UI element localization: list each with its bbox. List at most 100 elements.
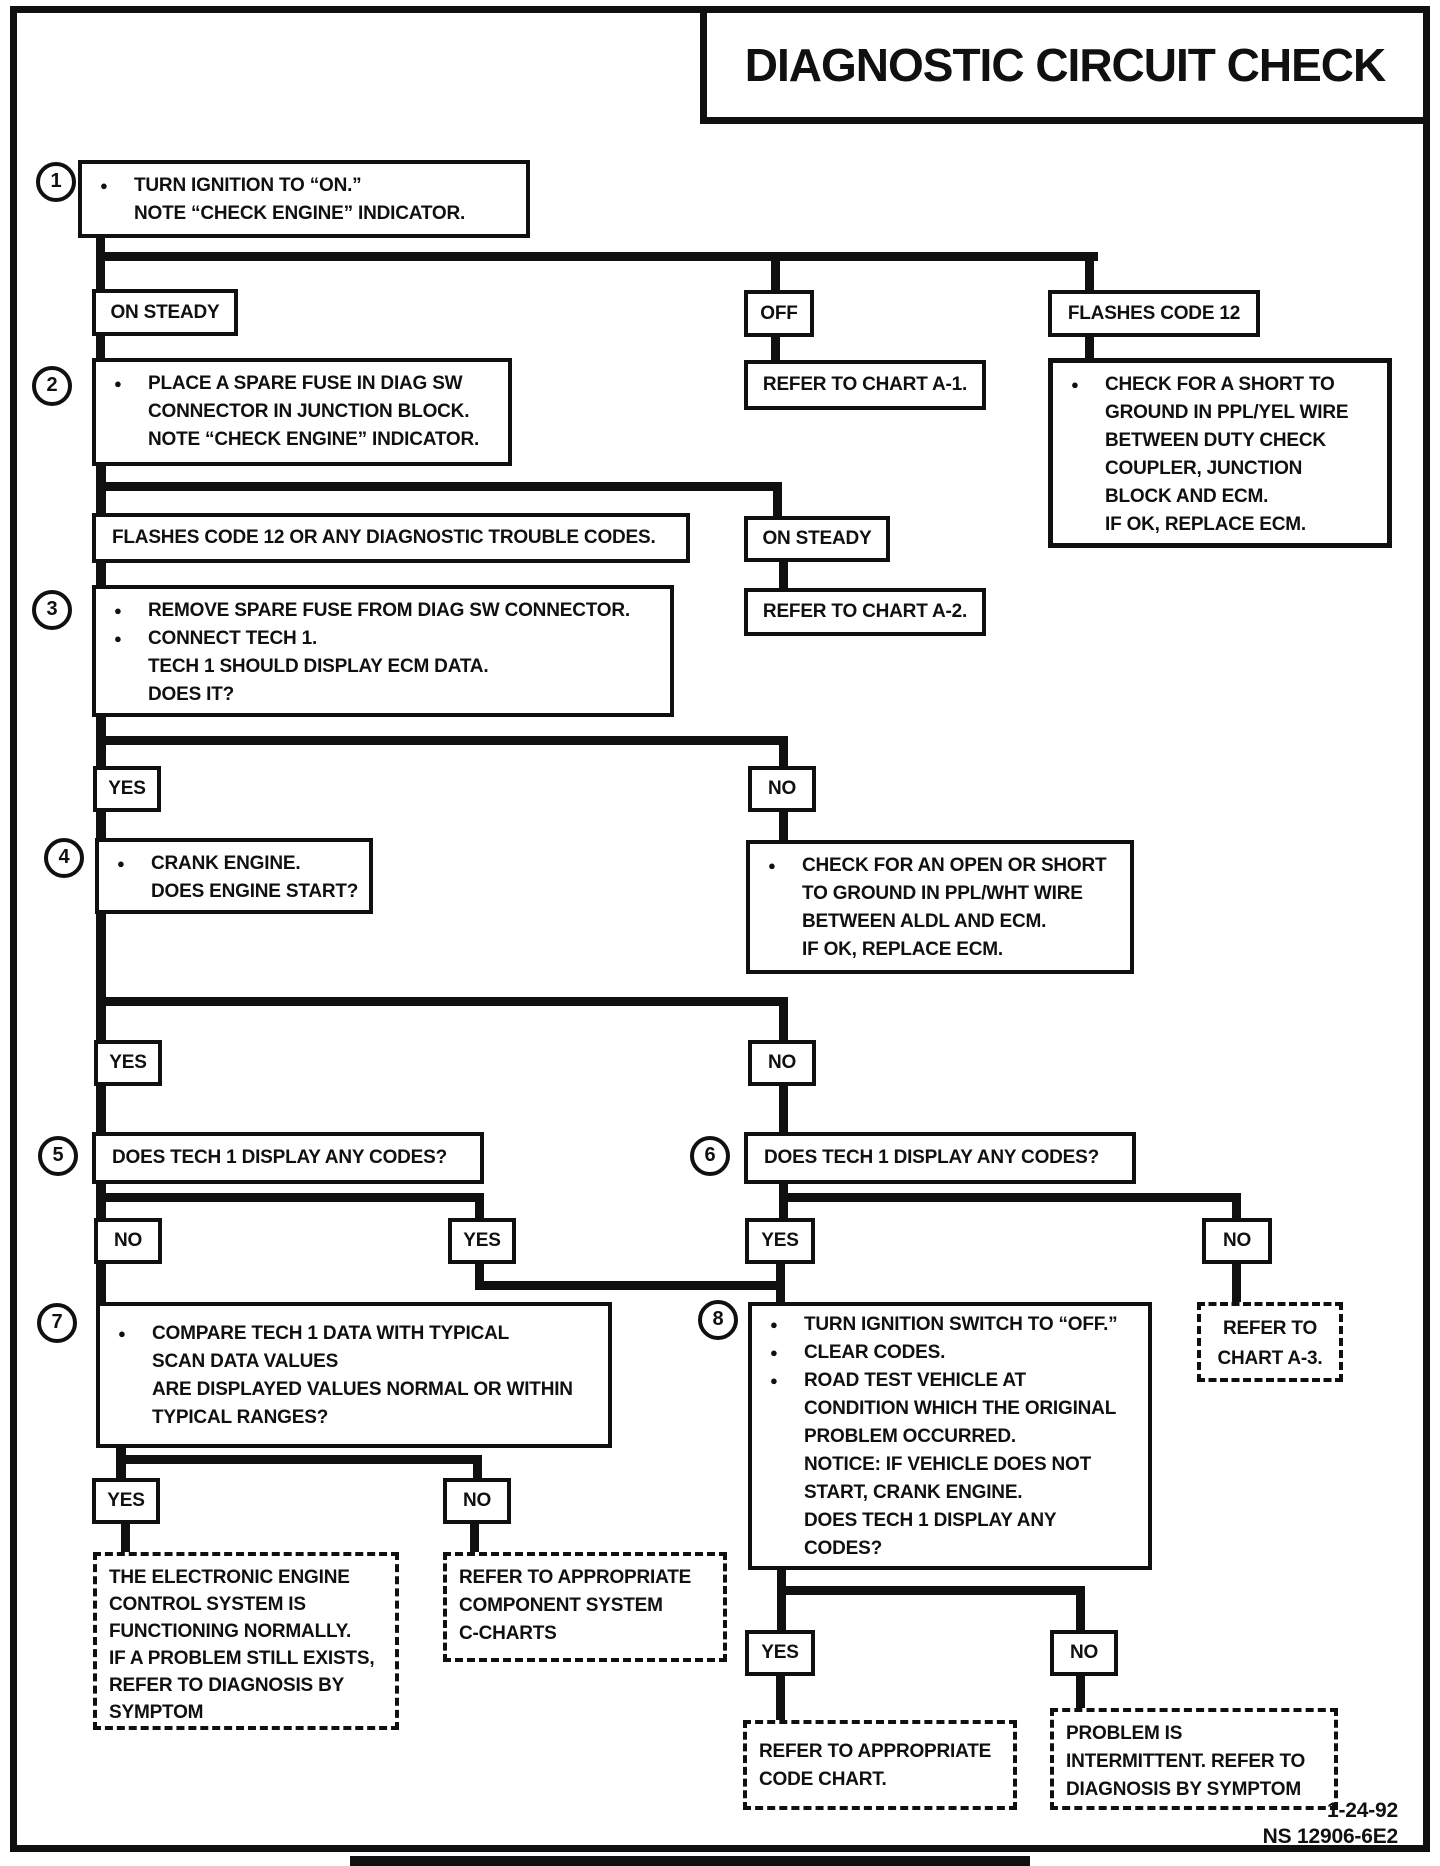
text-line: REFER TO APPROPRIATE <box>759 1738 1007 1766</box>
text: NOTICE: IF VEHICLE DOES NOT <box>804 1454 1092 1475</box>
connector-line <box>779 562 788 588</box>
text: FUNCTIONING NORMALLY. <box>109 1621 352 1642</box>
yes-label-5: YES <box>92 1478 160 1524</box>
text: ARE DISPLAYED VALUES NORMAL OR WITHIN <box>152 1379 573 1400</box>
step5-box: DOES TECH 1 DISPLAY ANY CODES? <box>92 1132 484 1184</box>
text-line: PROBLEM OCCURRED. <box>768 1423 1142 1451</box>
text-line: IF OK, REPLACE ECM. <box>766 936 1124 964</box>
yes-label-1: YES <box>93 766 161 812</box>
text: NOTE “CHECK ENGINE” INDICATOR. <box>134 203 466 224</box>
text-line: BETWEEN ALDL AND ECM. <box>766 908 1124 936</box>
text: TURN IGNITION SWITCH TO “OFF.” <box>804 1314 1118 1335</box>
connector-line <box>96 336 105 358</box>
text-line: BLOCK AND ECM. <box>1069 483 1381 511</box>
text-line: REFER TO APPROPRIATE <box>459 1564 717 1592</box>
text-line: ●CLEAR CODES. <box>768 1339 1142 1367</box>
text-line: START, CRANK ENGINE. <box>768 1479 1142 1507</box>
connector-line <box>470 1524 479 1552</box>
text: PROBLEM IS <box>1066 1723 1183 1744</box>
connector-line <box>96 1184 106 1198</box>
component-charts-box: REFER TO APPROPRIATE COMPONENT SYSTEM C-… <box>443 1552 727 1662</box>
step3-box: ● REMOVE SPARE FUSE FROM DIAG SW CONNECTO… <box>92 585 674 717</box>
connector-line <box>96 1086 106 1132</box>
step-number-6: 6 <box>690 1136 730 1176</box>
flashes-or-dtc-label: FLASHES CODE 12 OR ANY DIAGNOSTIC TROUBL… <box>92 513 690 563</box>
off-label: OFF <box>744 290 814 337</box>
text: CONDITION WHICH THE ORIGINAL <box>804 1398 1117 1419</box>
connector-line <box>1076 1595 1085 1630</box>
text-line: ●CHECK FOR A SHORT TO <box>1069 371 1381 399</box>
text: CLEAR CODES. <box>804 1342 946 1363</box>
text-line: ●REMOVE SPARE FUSE FROM DIAG SW CONNECTO… <box>112 597 664 625</box>
step6-box: DOES TECH 1 DISPLAY ANY CODES? <box>744 1132 1136 1184</box>
connector-line <box>475 1281 781 1290</box>
bullet-icon: ● <box>118 1326 126 1341</box>
connector-line <box>116 1464 126 1478</box>
text: DOES TECH 1 DISPLAY ANY <box>804 1510 1057 1531</box>
step-number-3: 3 <box>32 590 72 630</box>
text: CONNECTOR IN JUNCTION BLOCK. <box>148 401 470 422</box>
step-number-1: 1 <box>36 162 76 202</box>
connector-line <box>776 1676 785 1720</box>
text: PROBLEM OCCURRED. <box>804 1426 1016 1447</box>
no-label-6: NO <box>1050 1630 1118 1676</box>
connector-line <box>96 1264 106 1302</box>
text: TURN IGNITION TO “ON.” <box>134 175 362 196</box>
step2-box: ●PLACE A SPARE FUSE IN DIAG SW CONNECTOR… <box>92 358 512 466</box>
step-number-7: 7 <box>37 1303 77 1343</box>
text-line: IF OK, REPLACE ECM. <box>1069 511 1381 539</box>
connector-line <box>96 745 106 766</box>
on-steady-label-2: ON STEADY <box>744 516 890 562</box>
text: IF OK, REPLACE ECM. <box>802 939 1003 960</box>
page-title: DIAGNOSTIC CIRCUIT CHECK <box>700 6 1430 124</box>
connector-line <box>777 1570 786 1592</box>
text-line: ● TURN IGNITION TO “ON.” <box>98 172 520 200</box>
text: REMOVE SPARE FUSE FROM DIAG SW CONNECTOR… <box>148 600 630 621</box>
text: IF A PROBLEM STILL EXISTS, <box>109 1648 375 1669</box>
text: COUPLER, JUNCTION <box>1105 458 1303 479</box>
text-line: INTERMITTENT. REFER TO <box>1066 1748 1328 1776</box>
yes-label-3: YES <box>448 1218 516 1264</box>
on-steady-label: ON STEADY <box>92 289 238 336</box>
connector-line <box>475 1264 484 1288</box>
step-number-5: 5 <box>38 1136 78 1176</box>
text-line: BETWEEN DUTY CHECK <box>1069 427 1381 455</box>
footer-doc-number: NS 12906-6E2 <box>1262 1825 1399 1848</box>
connector-line <box>779 1006 788 1040</box>
connector-line <box>779 1184 788 1198</box>
text: CONNECT TECH 1. <box>148 628 318 649</box>
connector-line <box>1232 1202 1241 1218</box>
text: ROAD TEST VEHICLE AT <box>804 1370 1026 1391</box>
no-label-1: NO <box>748 766 816 812</box>
bullet-icon: ● <box>114 631 122 646</box>
step-number-4: 4 <box>44 838 84 878</box>
step4-box: ●CRANK ENGINE. DOES ENGINE START? <box>95 838 373 914</box>
flashes-code-12-label: FLASHES CODE 12 <box>1048 290 1260 337</box>
text: BLOCK AND ECM. <box>1105 486 1269 507</box>
connector-line <box>1232 1264 1241 1302</box>
text: THE ELECTRONIC ENGINE <box>109 1567 350 1588</box>
connector-line <box>777 1595 786 1630</box>
text-line: TECH 1 SHOULD DISPLAY ECM DATA. <box>112 653 664 681</box>
bullet-icon: ● <box>100 178 108 193</box>
text-line: TO GROUND IN PPL/WHT WIRE <box>766 880 1124 908</box>
text-line: TYPICAL RANGES? <box>116 1404 602 1432</box>
text-line: ● CONNECT TECH 1. <box>112 625 664 653</box>
footer-date: 1-24-92 <box>1327 1799 1398 1822</box>
text-line: REFER TO <box>1205 1314 1335 1344</box>
no-label-4: NO <box>1202 1218 1272 1264</box>
connector-line <box>96 812 106 838</box>
connector-line <box>779 1086 788 1132</box>
connector-line <box>96 1202 106 1218</box>
text: COMPONENT SYSTEM <box>459 1595 663 1616</box>
text: DIAGNOSIS BY SYMPTOM <box>1066 1779 1301 1800</box>
connector-line <box>96 261 105 289</box>
connector-line <box>96 1006 106 1040</box>
text: SYMPTOM <box>109 1702 204 1723</box>
connector-line <box>773 491 782 516</box>
text-line: GROUND IN PPL/YEL WIRE <box>1069 399 1381 427</box>
text: IF OK, REPLACE ECM. <box>1105 514 1306 535</box>
open-or-short-box: ●CHECK FOR AN OPEN OR SHORT TO GROUND IN… <box>746 840 1134 974</box>
text-line: NOTE “CHECK ENGINE” INDICATOR. <box>112 426 502 454</box>
text: CRANK ENGINE. <box>151 853 301 874</box>
